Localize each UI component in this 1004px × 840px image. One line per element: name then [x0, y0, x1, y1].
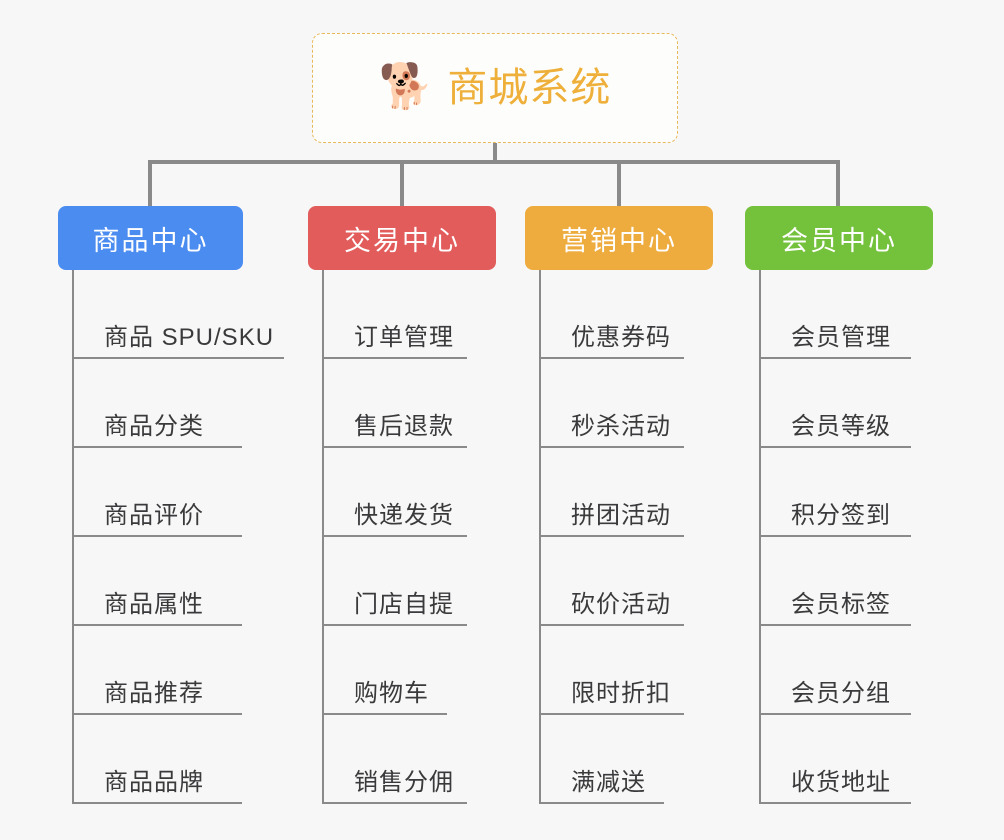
root-stem-connector: [493, 143, 497, 163]
leaf-item-label: 限时折扣: [571, 680, 671, 707]
branch-card-marketing-center[interactable]: 营销中心: [525, 206, 713, 270]
branch-card-product-center[interactable]: 商品中心: [58, 206, 243, 270]
leaf-item[interactable]: 门店自提: [322, 537, 548, 626]
shiba-dog-face-icon: 🐕: [378, 62, 434, 111]
leaf-item-label: 会员标签: [791, 591, 891, 618]
leaf-item-label: 会员分组: [791, 680, 891, 707]
branch-drop-connector-4: [836, 160, 840, 206]
leaf-item[interactable]: 优惠券码: [539, 270, 765, 359]
leaf-list-product-center: 商品 SPU/SKU 商品分类 商品评价 商品属性 商品推荐 商品品牌: [72, 270, 318, 804]
leaf-item[interactable]: 拼团活动: [539, 448, 765, 537]
leaf-item-label: 商品评价: [104, 502, 204, 529]
leaf-item-label: 会员管理: [791, 324, 891, 351]
leaf-item[interactable]: 会员等级: [759, 359, 985, 448]
branch-drop-connector-3: [617, 160, 621, 206]
root-title: 商城系统: [447, 66, 612, 110]
leaf-item[interactable]: 购物车: [322, 626, 548, 715]
leaf-item-label: 商品分类: [104, 413, 204, 440]
leaf-item-label: 快递发货: [354, 502, 454, 529]
branch-drop-connector-2: [400, 160, 404, 206]
leaf-item[interactable]: 订单管理: [322, 270, 548, 359]
leaf-item[interactable]: 商品 SPU/SKU: [72, 270, 318, 359]
leaf-item-label: 拼团活动: [571, 502, 671, 529]
leaf-item[interactable]: 满减送: [539, 715, 765, 804]
branch-card-label: 营销中心: [561, 225, 677, 256]
branch-card-label: 交易中心: [344, 225, 460, 256]
leaf-item[interactable]: 会员管理: [759, 270, 985, 359]
branch-card-trade-center[interactable]: 交易中心: [308, 206, 496, 270]
branch-card-label: 商品中心: [92, 225, 209, 256]
leaf-item[interactable]: 会员分组: [759, 626, 985, 715]
leaf-item[interactable]: 快递发货: [322, 448, 548, 537]
bus-bar-connector: [148, 160, 840, 164]
leaf-item[interactable]: 商品分类: [72, 359, 318, 448]
branch-member-center: 会员中心 会员管理 会员等级 积分签到 会员标签 会员分组 收货地址: [745, 206, 985, 804]
leaf-item-label: 订单管理: [354, 324, 454, 351]
branch-product-center: 商品中心 商品 SPU/SKU 商品分类 商品评价 商品属性 商品推荐 商品品牌: [58, 206, 318, 804]
leaf-item[interactable]: 砍价活动: [539, 537, 765, 626]
leaf-item-label: 收货地址: [791, 769, 891, 796]
branch-marketing-center: 营销中心 优惠券码 秒杀活动 拼团活动 砍价活动 限时折扣 满减送: [525, 206, 765, 804]
leaf-item[interactable]: 会员标签: [759, 537, 985, 626]
branch-card-member-center[interactable]: 会员中心: [745, 206, 933, 270]
leaf-item[interactable]: 收货地址: [759, 715, 985, 804]
leaf-item-label: 砍价活动: [571, 591, 671, 618]
leaf-item-label: 销售分佣: [354, 769, 454, 796]
branch-trade-center: 交易中心 订单管理 售后退款 快递发货 门店自提 购物车 销售分佣: [308, 206, 548, 804]
leaf-item-label: 商品推荐: [104, 680, 204, 707]
leaf-item-label: 会员等级: [791, 413, 891, 440]
leaf-list-trade-center: 订单管理 售后退款 快递发货 门店自提 购物车 销售分佣: [322, 270, 548, 804]
leaf-item-label: 优惠券码: [571, 324, 671, 351]
leaf-item[interactable]: 限时折扣: [539, 626, 765, 715]
leaf-list-member-center: 会员管理 会员等级 积分签到 会员标签 会员分组 收货地址: [759, 270, 985, 804]
leaf-item-label: 满减送: [571, 769, 646, 796]
leaf-item-label: 秒杀活动: [571, 413, 671, 440]
leaf-item-label: 商品品牌: [104, 769, 204, 796]
leaf-item[interactable]: 售后退款: [322, 359, 548, 448]
leaf-item-label: 商品属性: [104, 591, 204, 618]
leaf-item[interactable]: 商品属性: [72, 537, 318, 626]
leaf-item[interactable]: 积分签到: [759, 448, 985, 537]
leaf-item[interactable]: 销售分佣: [322, 715, 548, 804]
leaf-item-label: 商品 SPU/SKU: [104, 324, 275, 351]
leaf-item[interactable]: 商品推荐: [72, 626, 318, 715]
leaf-item[interactable]: 商品评价: [72, 448, 318, 537]
leaf-list-marketing-center: 优惠券码 秒杀活动 拼团活动 砍价活动 限时折扣 满减送: [539, 270, 765, 804]
leaf-item[interactable]: 秒杀活动: [539, 359, 765, 448]
branch-drop-connector-1: [148, 160, 152, 206]
branch-card-label: 会员中心: [781, 225, 897, 256]
leaf-item-label: 门店自提: [354, 591, 454, 618]
leaf-item-label: 购物车: [354, 680, 429, 707]
leaf-item-label: 积分签到: [791, 502, 891, 529]
leaf-item-label: 售后退款: [354, 413, 454, 440]
root-node[interactable]: 🐕 商城系统: [312, 33, 678, 143]
leaf-item[interactable]: 商品品牌: [72, 715, 318, 804]
